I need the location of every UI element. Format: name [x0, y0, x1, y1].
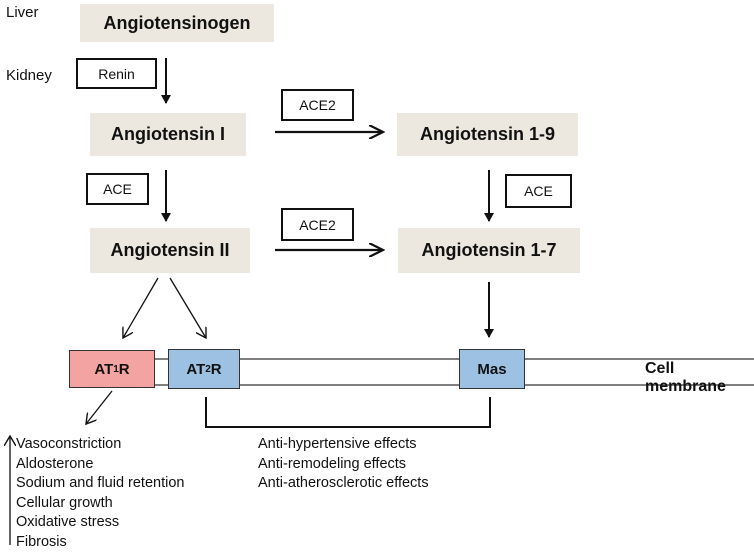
at2r-sub: 2	[205, 364, 211, 375]
kidney-label: Kidney	[6, 67, 52, 85]
renin-enzyme: Renin	[76, 58, 157, 89]
at1-effect-item: Sodium and fluid retention	[16, 474, 184, 494]
liver-label: Liver	[6, 4, 39, 22]
mas-label: Mas	[477, 361, 506, 378]
protective-effect-item: Anti-atherosclerotic effects	[258, 474, 429, 494]
at1r-sub: 1	[113, 364, 119, 375]
angiotensinogen-node: Angiotensinogen	[80, 4, 274, 42]
angiotensin-i-node: Angiotensin I	[90, 113, 246, 156]
bracket-at2r-mas	[206, 397, 490, 427]
arrow-ang-ii-to-at1r	[123, 278, 158, 338]
at2r-post: R	[211, 361, 222, 378]
at1-effect-item: Oxidative stress	[16, 513, 184, 533]
at2r-pre: AT	[186, 361, 205, 378]
angiotensin-ii-node: Angiotensin II	[90, 228, 250, 273]
ace2-enzyme-top: ACE2	[281, 89, 354, 121]
ace2-enzyme-bottom: ACE2	[281, 208, 354, 241]
at1-effect-item: Vasoconstriction	[16, 435, 184, 455]
at1r-pre: AT	[94, 361, 113, 378]
angiotensin-1-9-node: Angiotensin 1-9	[397, 113, 578, 156]
ace-enzyme-right: ACE	[505, 174, 572, 208]
angiotensin-1-7-node: Angiotensin 1-7	[398, 228, 580, 273]
arrow-at1r-to-effects	[86, 391, 112, 424]
arrow-ang-ii-to-at2r	[170, 278, 206, 338]
protective-effect-item: Anti-hypertensive effects	[258, 435, 429, 455]
at1-effect-item: Cellular growth	[16, 494, 184, 514]
at1-effect-item: Fibrosis	[16, 533, 184, 552]
cell-membrane-label: Cell membrane	[645, 360, 754, 396]
ace-enzyme-left: ACE	[86, 173, 149, 205]
protective-effects-list: Anti-hypertensive effects Anti-remodelin…	[258, 435, 429, 494]
protective-effect-item: Anti-remodeling effects	[258, 455, 429, 475]
at1r-post: R	[119, 361, 130, 378]
at1-effect-item: Aldosterone	[16, 455, 184, 475]
mas-receptor: Mas	[459, 349, 525, 389]
at1-effects-list: Vasoconstriction Aldosterone Sodium and …	[16, 435, 184, 552]
